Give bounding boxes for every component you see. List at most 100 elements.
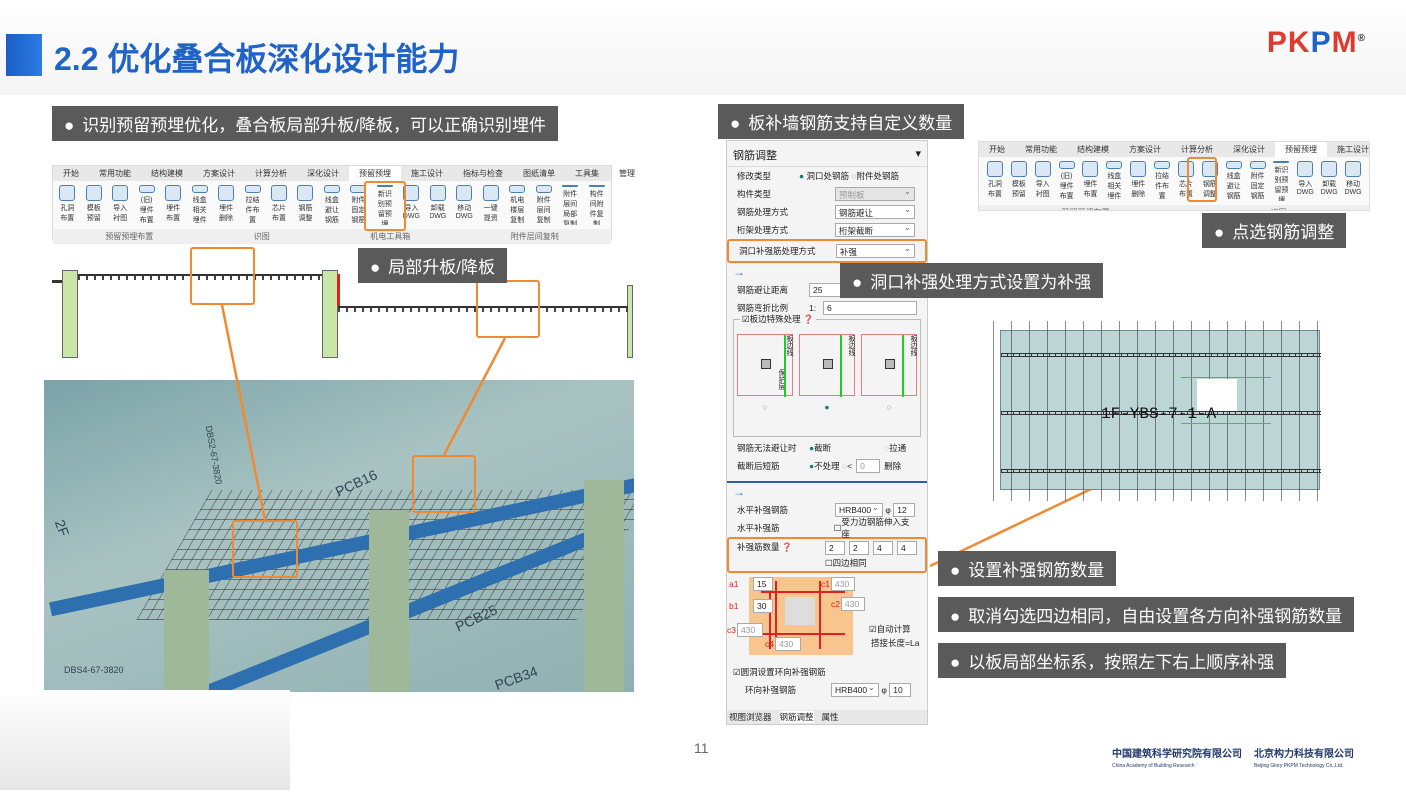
collapse-icon[interactable]: ▾ — [915, 148, 921, 160]
ribbon-button[interactable]: (旧) 埋件布置 — [138, 185, 155, 225]
ribbon-button[interactable]: 芯片布置 — [270, 185, 287, 225]
ribbon-button[interactable]: 埋件删除 — [218, 185, 235, 225]
truss-method-select[interactable]: 桁架截断 — [835, 222, 915, 237]
ribbon-button[interactable]: 导入衬图 — [1033, 161, 1053, 201]
ribbon-button[interactable]: 移动DWG — [456, 185, 473, 225]
checkbox-checked[interactable]: ☑ — [869, 624, 877, 634]
ribbon-tab[interactable]: 预留预埋 — [349, 166, 401, 181]
h-rebar-grade-select[interactable]: HRB400 — [835, 502, 883, 517]
edge-option-1[interactable]: 板边线保护层 — [737, 334, 793, 397]
count-input-top[interactable]: 4 — [897, 541, 917, 555]
ribbon-button[interactable]: 卸载DWG — [430, 185, 446, 225]
radio-checked[interactable]: ● — [809, 461, 815, 471]
ribbon-button[interactable]: 附件固定钢筋 — [1248, 161, 1268, 201]
ribbon-tab[interactable]: 常用功能 — [1025, 145, 1057, 154]
radio-checked[interactable]: ● — [799, 171, 805, 181]
auto-calc-checkbox[interactable]: 自动计算 — [876, 624, 911, 634]
short-length-input[interactable]: 0 — [856, 459, 881, 473]
ribbon-button[interactable]: 移动DWG — [1343, 161, 1363, 201]
checkbox[interactable]: ☐ — [833, 522, 842, 533]
edge-option-2[interactable]: 板边线 — [799, 334, 855, 397]
h-rebar-dia-input[interactable]: 12 — [893, 503, 916, 517]
radio-hole-rebar[interactable]: 洞口处钢筋 — [806, 171, 850, 181]
ribbon-tab[interactable]: 方案设计 — [203, 169, 235, 178]
ribbon-tab[interactable]: 开始 — [989, 145, 1005, 154]
help-icon[interactable]: ❓ — [781, 542, 793, 552]
edge-option-3[interactable]: 板边线 — [861, 334, 917, 397]
checkbox-checked[interactable]: ☑ — [742, 314, 750, 324]
ribbon-button[interactable]: 线盒相关埋件 — [1104, 161, 1124, 201]
ribbon-tab[interactable]: 结构建模 — [151, 169, 183, 178]
ring-grade-select[interactable]: HRB400 — [831, 682, 879, 697]
radio[interactable]: ○ — [762, 402, 768, 412]
b1-input[interactable]: 30 — [753, 599, 773, 613]
ribbon-tab[interactable]: 指标与检查 — [463, 169, 503, 178]
ribbon-tab[interactable]: 方案设计 — [1129, 145, 1161, 154]
anchor-support-checkbox[interactable]: 受力边钢筋伸入支座 — [841, 517, 910, 539]
ribbon-button[interactable]: 一键提资 — [482, 185, 499, 225]
ribbon-button[interactable]: 埋件布置 — [1081, 161, 1101, 201]
ribbon-button[interactable]: 拉结件布置 — [1152, 161, 1172, 201]
ribbon-button[interactable]: 新识别预留预埋 — [1272, 161, 1292, 201]
radio-checked[interactable]: ● — [824, 402, 830, 412]
radio-checked[interactable]: ● — [809, 443, 815, 453]
ribbon-tab[interactable]: 施工设计 — [1337, 145, 1369, 154]
radio[interactable]: ○ — [884, 443, 890, 453]
ribbon-tab[interactable]: 计算分析 — [1181, 145, 1213, 154]
ribbon-tab[interactable]: 施工设计 — [411, 169, 443, 178]
ribbon-button[interactable]: 线盒避让钢筋 — [323, 185, 340, 225]
ribbon-tab[interactable]: 常用功能 — [99, 169, 131, 178]
tab-view-browser[interactable]: 视图浏览器 — [729, 712, 772, 722]
ribbon-tab[interactable]: 计算分析 — [255, 169, 287, 178]
a1-input[interactable]: 15 — [753, 577, 773, 591]
ribbon-button[interactable]: 新识别预留预埋 — [376, 185, 393, 225]
ribbon-button[interactable]: 钢筋调整 — [1200, 161, 1220, 201]
tab-properties[interactable]: 属性 — [821, 712, 839, 722]
edge-special-checkbox[interactable]: 板边特殊处理 — [749, 314, 801, 324]
radio[interactable]: ○ — [886, 402, 892, 412]
count-input-right[interactable]: 4 — [873, 541, 893, 555]
ribbon-button[interactable]: 孔洞布置 — [985, 161, 1005, 201]
ribbon-tab[interactable]: 工具集 — [575, 169, 599, 178]
radio-cut[interactable]: 截断 — [814, 443, 832, 453]
ribbon-button[interactable]: 导入DWG — [403, 185, 420, 225]
ribbon-tab[interactable]: 开始 — [63, 169, 79, 178]
ribbon-button[interactable]: 构件间附件复制 — [588, 185, 605, 225]
ribbon-button[interactable]: 拉结件布置 — [244, 185, 261, 225]
radio[interactable]: ○ — [842, 461, 848, 471]
ribbon-button[interactable]: (旧) 埋件布置 — [1057, 161, 1077, 201]
ribbon-button[interactable]: 模板预留 — [1009, 161, 1029, 201]
ribbon-button[interactable]: 附件层间复制 — [535, 185, 552, 225]
ribbon-button[interactable]: 钢筋调整 — [297, 185, 314, 225]
checkbox[interactable]: ☐ — [825, 558, 833, 568]
ribbon-tab[interactable]: 管理 — [619, 169, 635, 178]
circle-ring-checkbox[interactable]: 圆洞设置环向补强钢筋 — [740, 667, 826, 677]
ribbon-button[interactable]: 线盒避让钢筋 — [1224, 161, 1244, 201]
ribbon-button[interactable]: 埋件布置 — [165, 185, 182, 225]
ribbon-button[interactable]: 机电楼层复制 — [509, 185, 526, 225]
ribbon-button[interactable]: 导入衬图 — [112, 185, 129, 225]
same-four-checkbox[interactable]: 四边相同 — [832, 558, 867, 568]
help-icon[interactable]: ❓ — [803, 314, 814, 324]
radio-through[interactable]: 拉通 — [889, 443, 907, 453]
radio-attachment-rebar[interactable]: 附件处钢筋 — [856, 171, 900, 181]
checkbox-checked[interactable]: ☑ — [733, 666, 741, 677]
ring-dia-input[interactable]: 10 — [889, 683, 912, 697]
ribbon-button[interactable]: 埋件删除 — [1128, 161, 1148, 201]
ribbon-button[interactable]: 孔洞布置 — [59, 185, 76, 225]
count-input-bottom[interactable]: 2 — [849, 541, 869, 555]
tab-rebar-adjust[interactable]: 钢筋调整 — [779, 711, 814, 723]
ribbon-button[interactable]: 附件层间局部复制 — [562, 185, 579, 225]
ribbon-button[interactable]: 卸载DWG — [1319, 161, 1339, 201]
ribbon-tab[interactable]: 结构建模 — [1077, 145, 1109, 154]
radio-no-process[interactable]: 不处理 — [814, 461, 840, 471]
bend-ratio-input[interactable]: 6 — [823, 301, 917, 315]
radio[interactable]: ○ — [851, 171, 857, 181]
ribbon-tab[interactable]: 深化设计 — [1233, 145, 1265, 154]
ribbon-tab[interactable]: 图纸清单 — [523, 169, 555, 178]
ribbon-tab[interactable]: 深化设计 — [307, 169, 339, 178]
hole-method-select[interactable]: 补强 — [835, 243, 915, 258]
rebar-method-select[interactable]: 钢筋避让 — [835, 204, 915, 219]
ribbon-button[interactable]: 芯片布置 — [1176, 161, 1196, 201]
count-input-left[interactable]: 2 — [825, 541, 845, 555]
